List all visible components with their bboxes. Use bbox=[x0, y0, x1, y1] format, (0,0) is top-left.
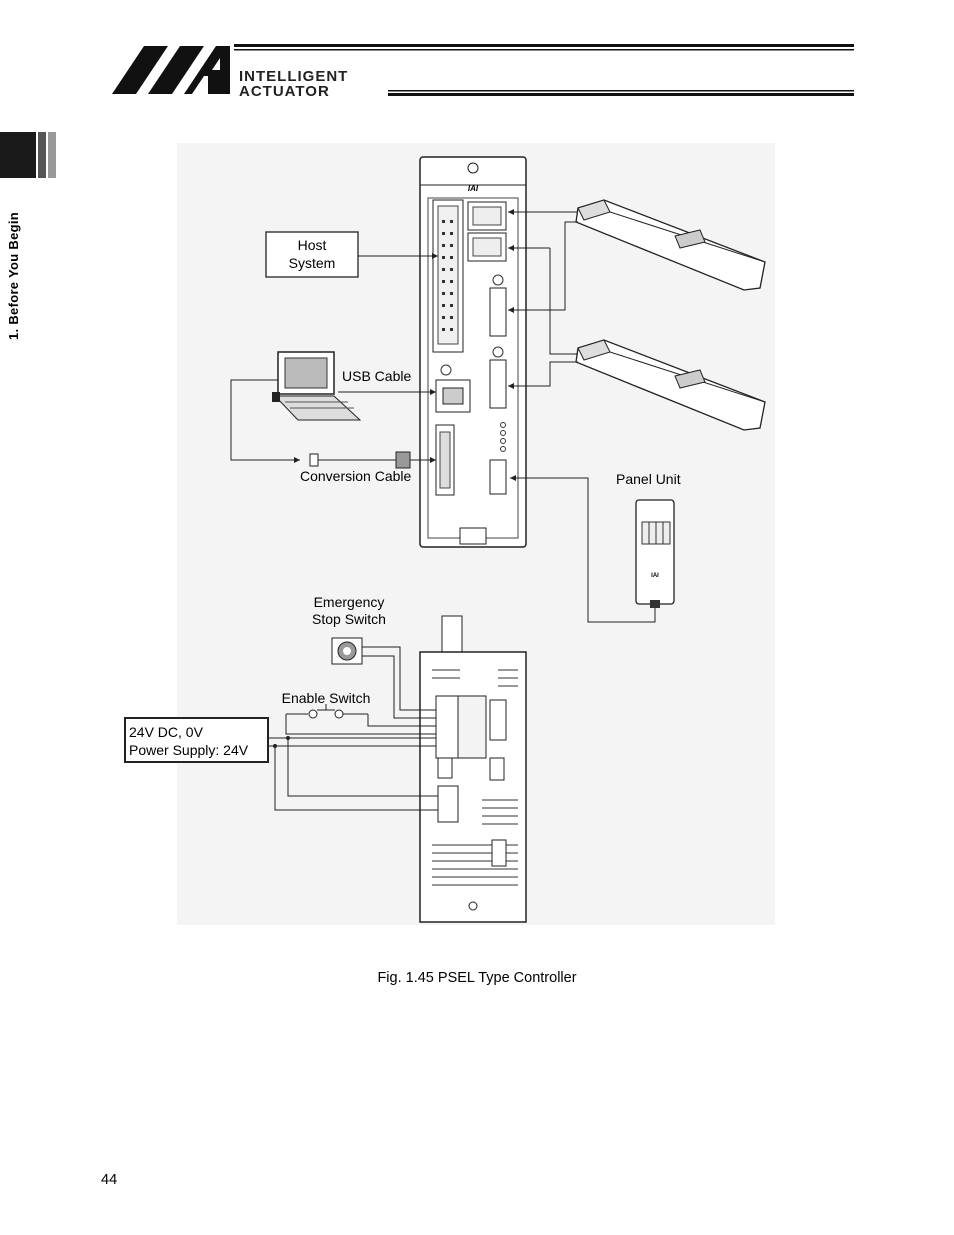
emergency-stop-label-1: Emergency bbox=[314, 594, 385, 610]
laptop-icon bbox=[272, 351, 362, 421]
host-system-box bbox=[265, 231, 359, 278]
host-system-label-1: Host bbox=[298, 237, 327, 253]
emergency-stop-label-2: Stop Switch bbox=[312, 611, 386, 627]
emergency-stop-switch bbox=[331, 637, 363, 665]
actuator-2 bbox=[575, 339, 766, 431]
section-tab-marker bbox=[0, 132, 56, 178]
controller-side-view bbox=[419, 615, 527, 923]
conversion-cable-label: Conversion Cable bbox=[300, 468, 411, 484]
figure-caption: Fig. 1.45 PSEL Type Controller bbox=[377, 970, 577, 986]
power-supply-label-1: 24V DC, 0V bbox=[129, 724, 204, 740]
page-number: 44 bbox=[101, 1172, 118, 1188]
intelligent-actuator-logo: INTELLIGENT ACTUATOR bbox=[112, 44, 854, 100]
enable-switch-label: Enable Switch bbox=[282, 690, 371, 706]
enable-switch-symbol bbox=[286, 704, 368, 719]
panel-brand-label: IAI bbox=[651, 573, 659, 579]
power-supply-label-2: Power Supply: 24V bbox=[129, 742, 249, 758]
actuator-1 bbox=[575, 199, 766, 291]
panel-unit: IAI bbox=[635, 499, 675, 608]
power-supply-box bbox=[124, 717, 269, 763]
host-system-label-2: System bbox=[289, 255, 336, 271]
logo-text-intelligent: INTELLIGENT bbox=[239, 68, 348, 85]
controller-brand-label: IAI bbox=[468, 184, 479, 193]
logo-text-actuator: ACTUATOR bbox=[239, 83, 330, 100]
section-title-vertical: 1. Before You Begin bbox=[6, 190, 36, 340]
usb-cable-label: USB Cable bbox=[342, 368, 411, 384]
psel-controller-diagram: IAI bbox=[124, 143, 775, 925]
panel-unit-label: Panel Unit bbox=[616, 471, 681, 487]
section-title-text: 1. Before You Begin bbox=[6, 211, 21, 340]
controller-front-view: IAI bbox=[419, 156, 527, 548]
